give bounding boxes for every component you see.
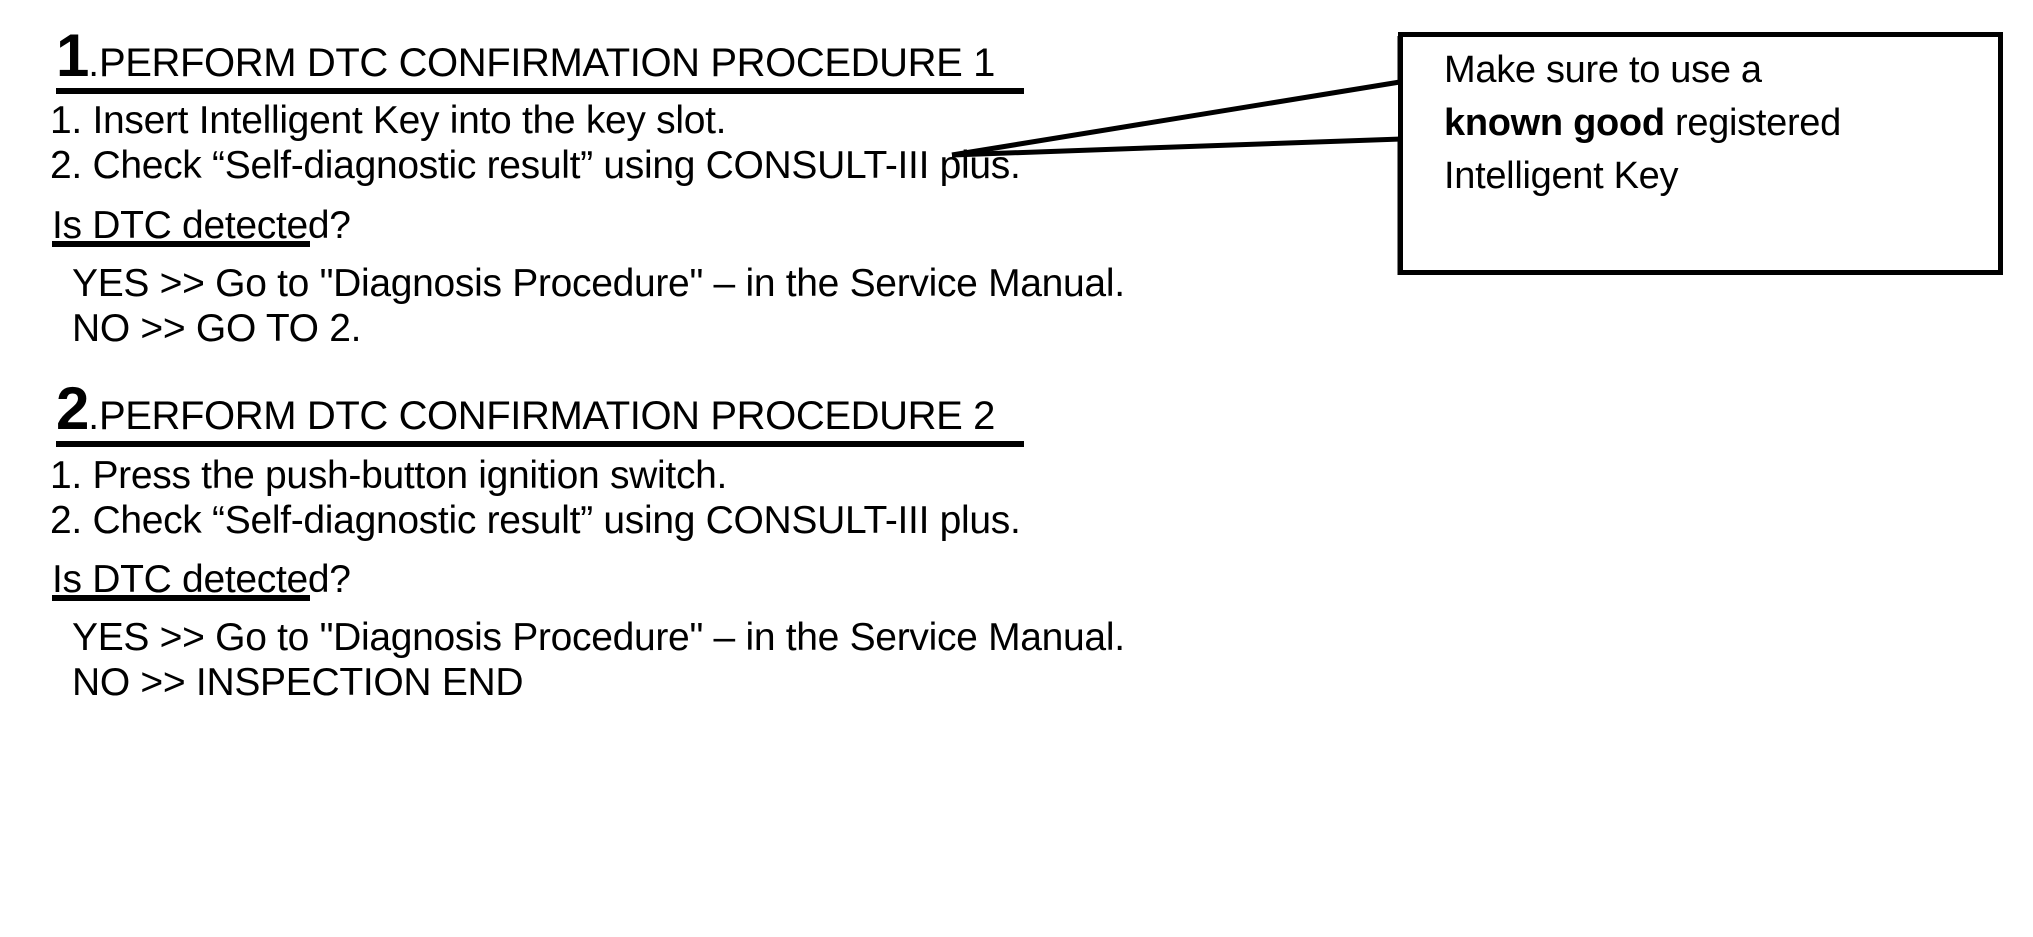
- section-1-branch-no: NO >> GO TO 2.: [72, 307, 362, 350]
- section-2-heading-underline: [56, 441, 1024, 447]
- callout-line-2-emphasis: known good: [1444, 102, 1665, 144]
- callout-line-1: Make sure to use a: [1444, 49, 1762, 91]
- section-1-heading-underline: [56, 88, 1024, 94]
- callout-line-2: known good registered: [1444, 97, 2004, 150]
- section-1-number: 1: [56, 22, 89, 89]
- section-2-number: 2: [56, 375, 89, 442]
- section-2-question-underline: [52, 595, 310, 601]
- section-1-question: Is DTC detected?: [52, 204, 351, 247]
- section-2-branch-no: NO >> INSPECTION END: [72, 661, 524, 704]
- section-1-separator: .: [88, 43, 99, 85]
- section-1-branch-yes: YES >> Go to "Diagnosis Procedure" – in …: [72, 262, 1125, 305]
- callout-line-2-rest: registered: [1664, 102, 1841, 144]
- callout-text: Make sure to use a known good registered…: [1444, 44, 2004, 203]
- section-1-heading-text: PERFORM DTC CONFIRMATION PROCEDURE 1: [98, 41, 995, 85]
- section-2-branch-yes: YES >> Go to "Diagnosis Procedure" – in …: [72, 616, 1125, 659]
- section-2-question: Is DTC detected?: [52, 558, 351, 601]
- callout-box: [1398, 32, 2003, 275]
- section-2-separator: .: [88, 396, 99, 438]
- callout-line-3: Intelligent Key: [1444, 155, 1679, 197]
- section-1-step-2: 2. Check “Self-diagnostic result” using …: [50, 144, 1021, 187]
- section-2-heading-text: PERFORM DTC CONFIRMATION PROCEDURE 2: [98, 394, 995, 438]
- section-1-step-1: 1. Insert Intelligent Key into the key s…: [50, 99, 727, 142]
- section-1-question-underline: [52, 241, 310, 247]
- section-2-heading: 2.PERFORM DTC CONFIRMATION PROCEDURE 2: [56, 379, 995, 439]
- section-1-heading: 1.PERFORM DTC CONFIRMATION PROCEDURE 1: [56, 26, 995, 86]
- section-2-step-1: 1. Press the push-button ignition switch…: [50, 454, 728, 497]
- section-2-step-2: 2. Check “Self-diagnostic result” using …: [50, 499, 1021, 542]
